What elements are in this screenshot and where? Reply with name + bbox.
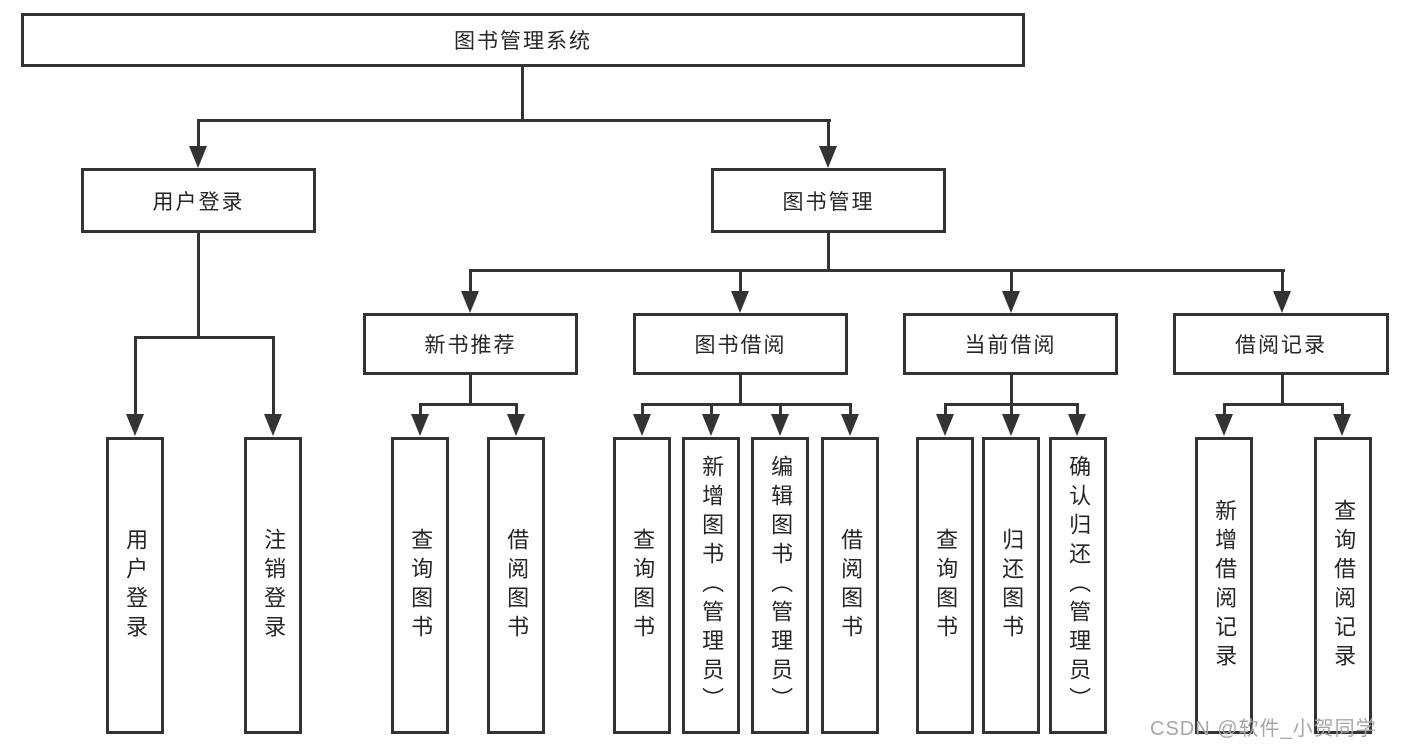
connector-drop bbox=[1076, 403, 1079, 415]
leaf-query-books-borrowing: 查询图书 bbox=[613, 437, 671, 734]
connector-drop bbox=[469, 269, 472, 293]
connector-bar bbox=[1223, 403, 1344, 406]
connector-bar bbox=[134, 336, 275, 339]
arrow-down-icon bbox=[936, 414, 954, 436]
leaf-label: 确认归还（管理员） bbox=[1066, 455, 1092, 716]
connector-bar bbox=[419, 403, 518, 406]
leaf-borrow-books-recommend: 借阅图书 bbox=[487, 437, 545, 734]
connector-bar bbox=[469, 269, 1285, 272]
connector-drop bbox=[1341, 403, 1344, 415]
leaf-label: 查询借阅记录 bbox=[1331, 498, 1357, 673]
leaf-label: 新增借阅记录 bbox=[1212, 498, 1238, 673]
node-book-borrowing: 图书借阅 bbox=[633, 313, 848, 375]
arrow-down-icon bbox=[1002, 414, 1020, 436]
leaf-label: 查询图书 bbox=[630, 527, 656, 644]
connector-stem bbox=[197, 233, 200, 339]
node-library-management-system: 图书管理系统 bbox=[21, 13, 1025, 67]
leaf-logout: 注销登录 bbox=[244, 437, 302, 734]
leaf-return-book: 归还图书 bbox=[982, 437, 1040, 734]
leaf-borrow-books-borrowing: 借阅图书 bbox=[821, 437, 879, 734]
node-label: 新书推荐 bbox=[424, 334, 517, 357]
leaf-query-books-current: 查询图书 bbox=[916, 437, 974, 734]
node-label: 用户登录 bbox=[152, 190, 245, 214]
arrow-down-icon bbox=[633, 414, 651, 436]
arrow-down-icon bbox=[461, 291, 479, 313]
node-new-book-recommendation: 新书推荐 bbox=[363, 313, 578, 375]
arrow-down-icon bbox=[1002, 291, 1020, 313]
node-user-login: 用户登录 bbox=[81, 168, 316, 233]
arrow-down-icon bbox=[1215, 414, 1233, 436]
leaf-query-borrow-record: 查询借阅记录 bbox=[1314, 437, 1372, 734]
arrow-down-icon bbox=[841, 414, 859, 436]
arrow-down-icon bbox=[411, 414, 429, 436]
connector-bar bbox=[197, 119, 831, 122]
connector-stem bbox=[1010, 375, 1013, 406]
connector-drop bbox=[641, 403, 644, 415]
leaf-label: 注销登录 bbox=[261, 527, 287, 644]
arrow-down-icon bbox=[264, 414, 282, 436]
node-label: 当前借阅 bbox=[964, 334, 1057, 357]
node-label: 借阅记录 bbox=[1235, 334, 1327, 357]
connector-drop bbox=[419, 403, 422, 415]
leaf-label: 新增图书（管理员） bbox=[699, 455, 725, 716]
node-current-borrowing: 当前借阅 bbox=[903, 313, 1118, 375]
node-book-management: 图书管理 bbox=[711, 168, 946, 233]
connector-drop bbox=[944, 403, 947, 415]
connector-drop bbox=[197, 119, 200, 148]
leaf-label: 查询图书 bbox=[408, 527, 434, 644]
node-label: 图书管理 bbox=[782, 190, 875, 214]
arrow-down-icon bbox=[819, 146, 837, 168]
connector-drop bbox=[739, 269, 742, 293]
connector-stem bbox=[469, 375, 472, 406]
connector-drop bbox=[515, 403, 518, 415]
connector-drop bbox=[827, 119, 830, 148]
connector-stem bbox=[1281, 375, 1284, 406]
connector-drop bbox=[1010, 269, 1013, 293]
connector-drop bbox=[134, 336, 137, 415]
leaf-query-books-recommend: 查询图书 bbox=[391, 437, 449, 734]
connector-bar bbox=[641, 403, 851, 406]
leaf-edit-book-admin: 编辑图书（管理员） bbox=[751, 437, 809, 734]
leaf-add-book-admin: 新增图书（管理员） bbox=[682, 437, 740, 734]
connector-drop bbox=[710, 403, 713, 415]
connector-stem bbox=[521, 67, 524, 122]
connector-drop bbox=[1281, 269, 1284, 293]
arrow-down-icon bbox=[126, 414, 144, 436]
arrow-down-icon bbox=[731, 291, 749, 313]
arrow-down-icon bbox=[702, 414, 720, 436]
leaf-confirm-return-admin: 确认归还（管理员） bbox=[1049, 437, 1107, 734]
leaf-label: 借阅图书 bbox=[504, 527, 530, 644]
connector-drop bbox=[1010, 403, 1013, 415]
leaf-label: 归还图书 bbox=[999, 527, 1025, 644]
connector-stem bbox=[739, 375, 742, 406]
connector-drop bbox=[272, 336, 275, 415]
node-label: 图书管理系统 bbox=[454, 30, 592, 53]
leaf-label: 查询图书 bbox=[933, 527, 959, 644]
arrow-down-icon bbox=[189, 146, 207, 168]
arrow-down-icon bbox=[1333, 414, 1351, 436]
leaf-label: 借阅图书 bbox=[838, 527, 864, 644]
arrow-down-icon bbox=[1068, 414, 1086, 436]
csdn-watermark: CSDN @软件_小贺同学 bbox=[1150, 718, 1377, 740]
node-label: 图书借阅 bbox=[694, 334, 787, 357]
leaf-label: 编辑图书（管理员） bbox=[768, 455, 794, 716]
arrow-down-icon bbox=[771, 414, 789, 436]
node-borrowing-records: 借阅记录 bbox=[1173, 313, 1389, 375]
connector-drop bbox=[779, 403, 782, 415]
arrow-down-icon bbox=[1273, 291, 1291, 313]
leaf-label: 用户登录 bbox=[123, 527, 149, 644]
connector-drop bbox=[849, 403, 852, 415]
connector-drop bbox=[1223, 403, 1226, 415]
connector-stem bbox=[827, 233, 830, 272]
arrow-down-icon bbox=[507, 414, 525, 436]
leaf-add-borrow-record: 新增借阅记录 bbox=[1195, 437, 1253, 734]
leaf-user-login: 用户登录 bbox=[106, 437, 164, 734]
